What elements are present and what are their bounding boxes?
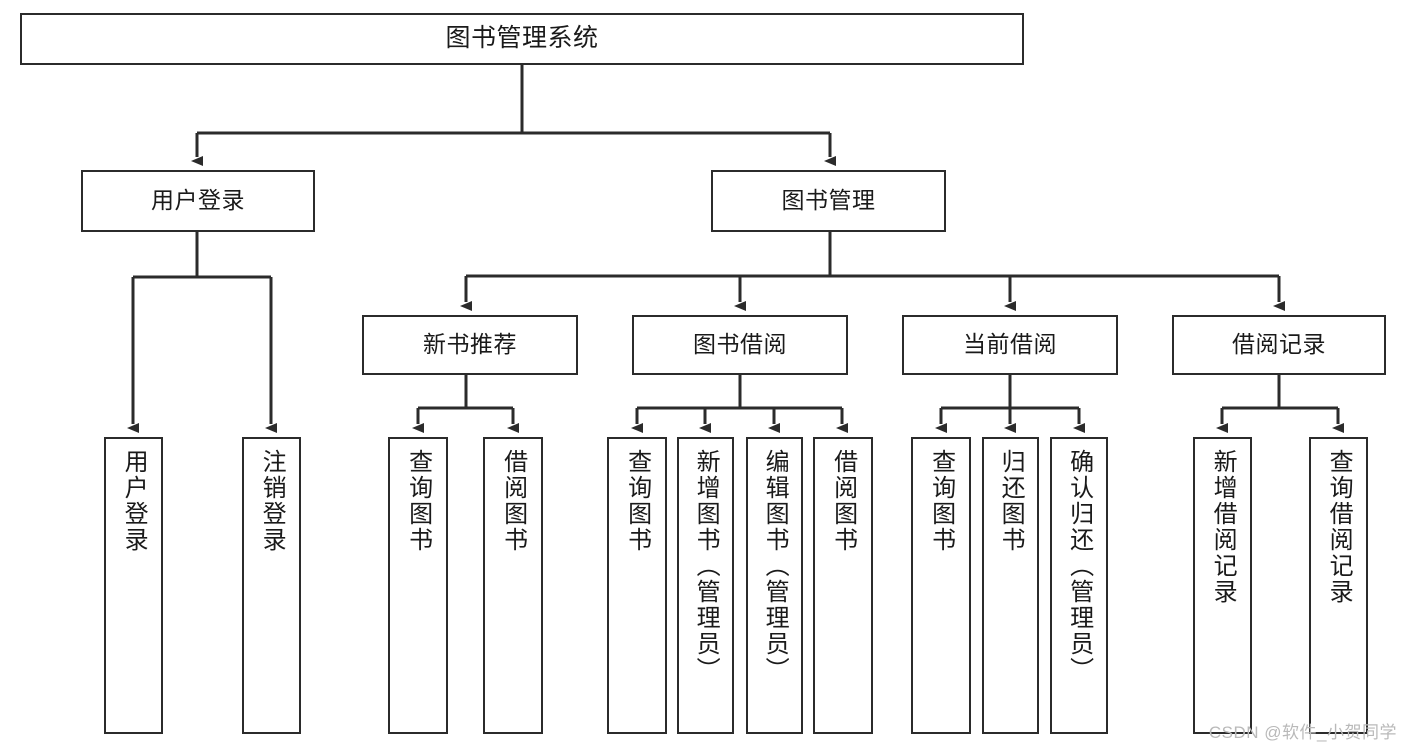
node-label: 查询借阅记录 (1325, 449, 1353, 605)
node-label: 查询图书 (623, 449, 651, 553)
leaf-add-book-admin[interactable]: 新增图书（管理员） (677, 437, 734, 734)
node-current-borrow[interactable]: 当前借阅 (902, 315, 1118, 375)
leaf-add-borrow-record[interactable]: 新增借阅记录 (1193, 437, 1252, 734)
leaf-edit-book-admin[interactable]: 编辑图书（管理员） (746, 437, 803, 734)
node-label: 确认归还（管理员） (1065, 449, 1093, 683)
node-new-book-recommend[interactable]: 新书推荐 (362, 315, 578, 375)
node-label: 图书借阅 (693, 331, 787, 358)
node-borrow-records[interactable]: 借阅记录 (1172, 315, 1386, 375)
node-book-borrow[interactable]: 图书借阅 (632, 315, 848, 375)
node-user-login[interactable]: 用户登录 (81, 170, 315, 232)
node-label: 当前借阅 (963, 331, 1057, 358)
leaf-query-book-recommend[interactable]: 查询图书 (388, 437, 448, 734)
node-label: 查询图书 (927, 449, 955, 553)
leaf-return-book[interactable]: 归还图书 (982, 437, 1039, 734)
node-label: 注销登录 (258, 449, 286, 553)
node-label: 编辑图书（管理员） (761, 449, 789, 683)
leaf-confirm-return-admin[interactable]: 确认归还（管理员） (1050, 437, 1108, 734)
node-label: 借阅图书 (499, 449, 527, 553)
node-label: 用户登录 (120, 449, 148, 553)
node-label: 图书管理系统 (445, 24, 599, 53)
leaf-borrow-book-borrow[interactable]: 借阅图书 (813, 437, 873, 734)
leaf-borrow-book-recommend[interactable]: 借阅图书 (483, 437, 543, 734)
node-label: 查询图书 (404, 449, 432, 553)
leaf-user-login[interactable]: 用户登录 (104, 437, 163, 734)
node-book-management[interactable]: 图书管理 (711, 170, 946, 232)
node-label: 新书推荐 (423, 331, 517, 358)
leaf-query-borrow-record[interactable]: 查询借阅记录 (1309, 437, 1368, 734)
node-label: 借阅记录 (1232, 331, 1326, 358)
leaf-logout-login[interactable]: 注销登录 (242, 437, 301, 734)
node-label: 归还图书 (997, 449, 1025, 553)
node-label: 新增图书（管理员） (692, 449, 720, 683)
leaf-query-book-borrow[interactable]: 查询图书 (607, 437, 667, 734)
csdn-watermark: CSDN @软件_小贺同学 (1208, 723, 1397, 742)
node-label: 图书管理 (781, 187, 876, 214)
leaf-query-book-current[interactable]: 查询图书 (911, 437, 971, 734)
node-label: 用户登录 (151, 187, 245, 214)
node-label: 借阅图书 (829, 449, 857, 553)
node-label: 新增借阅记录 (1209, 449, 1237, 605)
node-root-system[interactable]: 图书管理系统 (20, 13, 1024, 65)
